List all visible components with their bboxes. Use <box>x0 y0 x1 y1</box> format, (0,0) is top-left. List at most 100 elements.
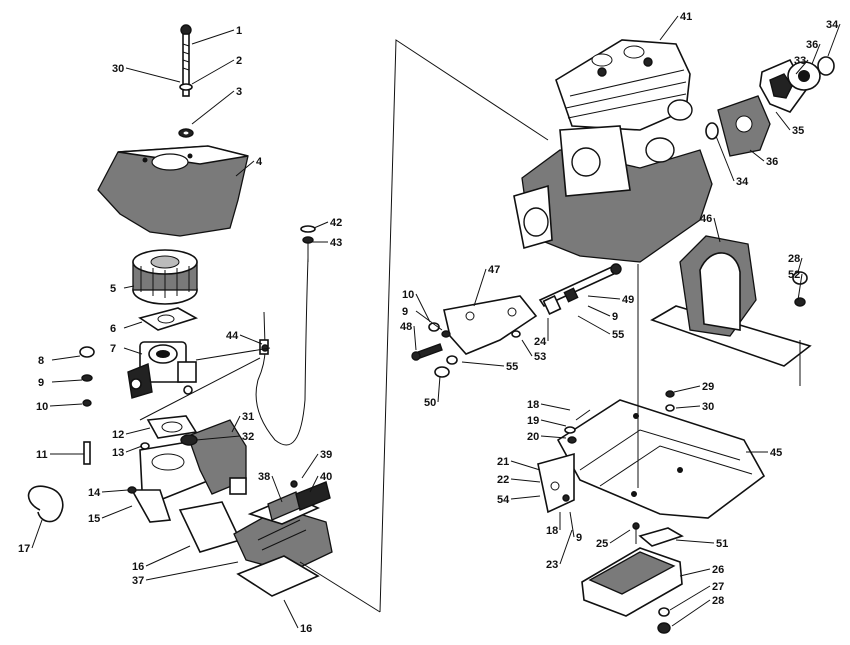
callout-leader-c9a <box>51 379 83 383</box>
callout-c29: 29 <box>702 381 714 393</box>
callout-c14: 14 <box>88 487 101 499</box>
callout-c41: 41 <box>680 11 692 23</box>
callout-c51: 51 <box>716 538 728 550</box>
callout-leader-c55b <box>461 361 505 367</box>
callout-leader-c33 <box>795 59 809 75</box>
callout-c18a: 18 <box>527 399 539 411</box>
callout-c13: 13 <box>112 447 124 459</box>
air-silencer-cover <box>97 145 249 237</box>
callout-leader-c34b <box>715 135 735 182</box>
callout-leader-c28a <box>797 257 803 273</box>
callout-leader-c5 <box>123 285 135 289</box>
callout-leader-c8 <box>51 355 81 361</box>
bracket-hardware <box>411 322 521 378</box>
callout-c27: 27 <box>712 581 724 593</box>
callout-leader-c31 <box>231 415 241 433</box>
callout-leader-c49 <box>587 295 621 300</box>
callout-leader-c55a <box>577 315 611 335</box>
callout-leader-c37 <box>145 561 239 581</box>
callout-c9b: 9 <box>402 306 408 318</box>
callout-leader-c25 <box>609 529 631 544</box>
callout-c38: 38 <box>258 471 270 483</box>
side-bracket <box>537 409 591 514</box>
callout-c8: 8 <box>38 355 44 367</box>
callout-leader-c15 <box>101 505 133 519</box>
callout-leader-c41 <box>659 15 679 41</box>
callout-c46: 46 <box>700 213 712 225</box>
clamp-ring <box>27 485 64 523</box>
callout-c34a: 34 <box>826 19 839 31</box>
callout-c20: 20 <box>527 431 539 443</box>
throttle-cable <box>255 257 309 446</box>
callout-c45: 45 <box>770 447 782 459</box>
callout-c42: 42 <box>330 217 342 229</box>
callout-leader-c12 <box>125 427 151 435</box>
callout-leader-c32 <box>195 435 241 441</box>
callout-c22: 22 <box>497 474 509 486</box>
callout-leader-c18a <box>540 403 571 411</box>
callout-c36a: 36 <box>806 39 818 51</box>
callout-c53: 53 <box>534 351 546 363</box>
callout-leader-c13 <box>125 445 143 453</box>
callout-c50: 50 <box>424 397 436 409</box>
callout-leader-c30a <box>125 67 181 83</box>
callout-leader-c9c <box>587 305 611 317</box>
callout-c4: 4 <box>256 156 263 168</box>
callout-leader-c50 <box>437 375 441 403</box>
callout-leader-c27 <box>669 585 711 611</box>
carburetor <box>127 341 197 399</box>
callout-c34b: 34 <box>736 176 749 188</box>
assembly-path-line <box>379 39 549 613</box>
callout-leader-c38 <box>271 475 283 503</box>
reed-valve-block <box>178 495 333 573</box>
callout-c40: 40 <box>320 471 332 483</box>
callout-leader-c44 <box>239 334 263 345</box>
small-hardware-left <box>79 346 150 494</box>
callout-c12: 12 <box>112 429 124 441</box>
callout-c28a: 28 <box>788 253 800 265</box>
callout-leader-c4 <box>235 160 255 177</box>
callout-leader-c39 <box>301 453 319 479</box>
callout-leader-c2 <box>191 59 235 85</box>
callout-leader-c46 <box>713 217 721 243</box>
callout-leader-c16b <box>283 599 299 629</box>
callout-c16a: 16 <box>132 561 144 573</box>
callout-c11: 11 <box>36 449 48 461</box>
callout-c35: 35 <box>792 125 804 137</box>
callout-c33: 33 <box>794 55 806 67</box>
callout-leader-c6 <box>123 321 143 329</box>
callout-c44: 44 <box>226 330 239 342</box>
callout-leader-c14 <box>101 489 129 493</box>
callout-leader-c42 <box>313 221 329 229</box>
callout-c7: 7 <box>110 343 116 355</box>
callout-c32: 32 <box>242 431 254 443</box>
callout-c23: 23 <box>546 559 558 571</box>
callout-c10a: 10 <box>36 401 48 413</box>
callout-c10b: 10 <box>402 289 414 301</box>
callout-leader-c34a <box>827 23 841 57</box>
callout-leader-c23 <box>559 529 573 565</box>
callout-c28b: 28 <box>712 595 724 607</box>
callout-leader-c9d <box>569 511 575 538</box>
callout-leader-c35 <box>775 111 791 131</box>
callout-c3: 3 <box>236 86 242 98</box>
mounting-plate <box>556 264 766 519</box>
callout-leader-c19 <box>540 419 567 427</box>
callout-leader-c54 <box>510 495 541 500</box>
carb-adapter <box>180 434 247 495</box>
long-bolt <box>180 24 192 97</box>
callout-c19: 19 <box>527 415 539 427</box>
callout-c39: 39 <box>320 449 332 461</box>
reed-petals <box>267 480 331 521</box>
drive-coupler <box>705 56 835 157</box>
callout-c30b: 30 <box>702 401 714 413</box>
callout-c16b: 16 <box>300 623 312 635</box>
callout-c6: 6 <box>110 323 116 335</box>
intake-manifold <box>130 419 247 523</box>
callout-c2: 2 <box>236 55 242 67</box>
callout-leader-c17 <box>31 519 43 549</box>
callout-c55a: 55 <box>612 329 624 341</box>
callout-leader-c26 <box>679 568 711 577</box>
callout-leader-c22 <box>510 478 541 483</box>
